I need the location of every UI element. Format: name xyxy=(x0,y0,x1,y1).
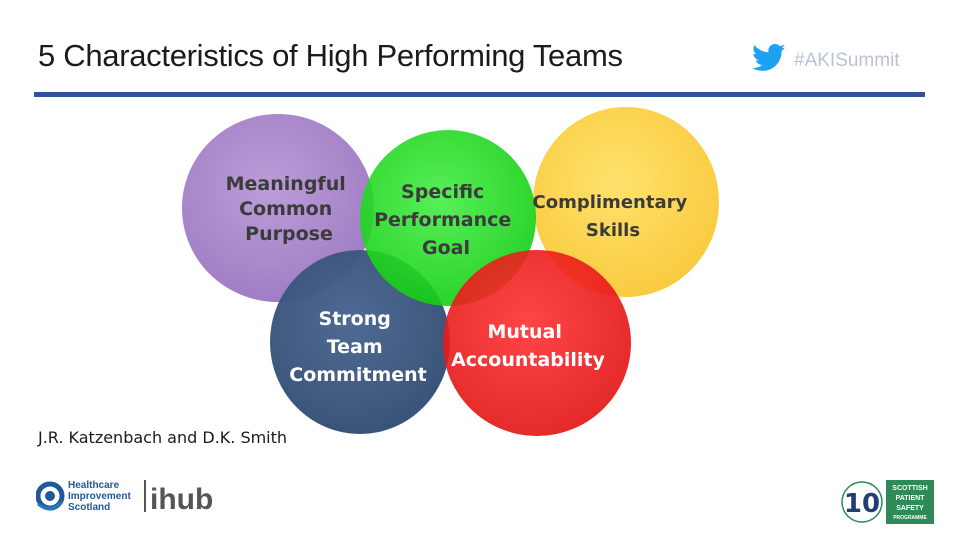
twitter-bird-icon xyxy=(752,44,786,77)
title-rule xyxy=(34,92,925,97)
svg-text:PROGRAMME: PROGRAMME xyxy=(893,515,927,521)
his-line-1: Healthcare xyxy=(68,480,120,491)
slide-title: 5 Characteristics of High Performing Tea… xyxy=(38,38,623,73)
ihub-text: ihub xyxy=(150,483,213,516)
spsp-badge-icon: 10 xyxy=(841,481,883,523)
circle-mutual-accountability xyxy=(443,250,631,436)
his-swirl-icon xyxy=(36,481,65,511)
label-mutual-accountability: Mutual Accountability xyxy=(451,321,605,371)
scottish-patient-safety-programme-logo: 10 SCOTTISH PATIENT SAFETY PROGRAMME xyxy=(841,480,934,524)
citation: J.R. Katzenbach and D.K. Smith xyxy=(38,428,288,447)
circle-strong-team-commitment xyxy=(270,250,450,434)
hashtag: #AKISummit xyxy=(752,44,900,77)
label-complimentary-skills: Complimentary Skills xyxy=(533,192,694,241)
hashtag-text: #AKISummit xyxy=(794,49,900,71)
svg-text:PATIENT: PATIENT xyxy=(896,495,926,502)
label-specific-performance-goal: Specific Performance Goal xyxy=(374,181,518,259)
circle-complimentary-skills xyxy=(533,107,719,297)
svg-text:SCOTTISH: SCOTTISH xyxy=(892,485,927,492)
spsp-number: 10 xyxy=(844,489,880,519)
svg-text:SAFETY: SAFETY xyxy=(896,505,924,512)
label-strong-team-commitment: Strong Team Commitment xyxy=(289,308,426,386)
label-meaningful-common-purpose: Meaningful Common Purpose xyxy=(226,173,353,245)
his-line-3: Scotland xyxy=(68,502,110,513)
his-line-2: Improvement xyxy=(68,491,131,502)
circle-meaningful-common-purpose xyxy=(182,114,374,302)
healthcare-improvement-scotland-logo: Healthcare Improvement Scotland ihub xyxy=(36,480,213,516)
